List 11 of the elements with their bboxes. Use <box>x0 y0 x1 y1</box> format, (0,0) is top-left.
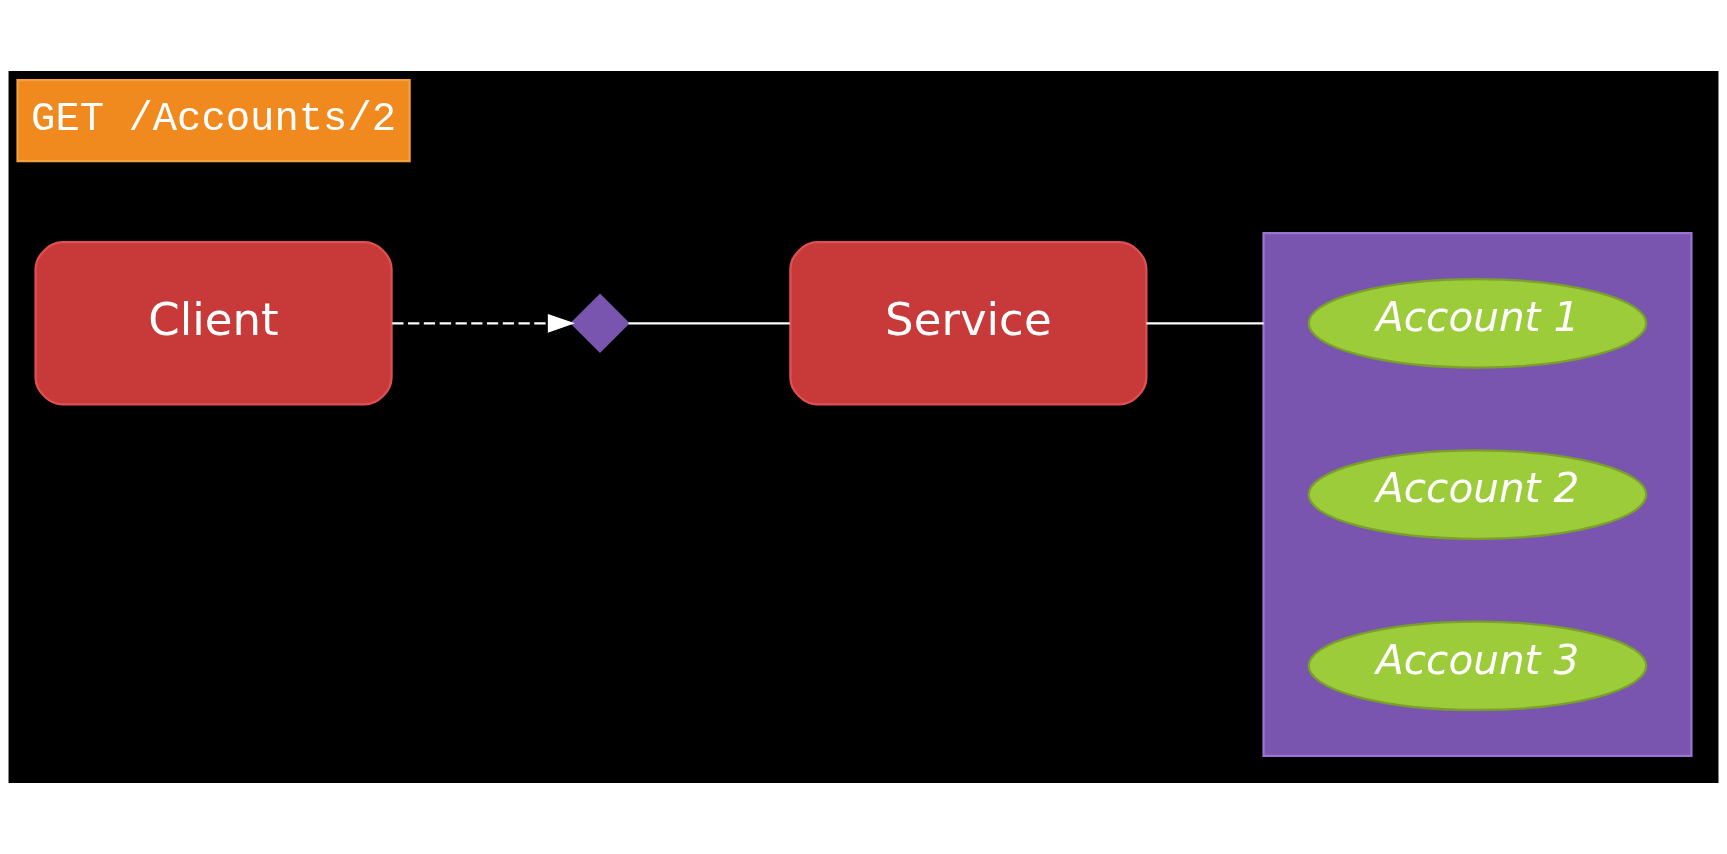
cluster <box>1262 232 1693 758</box>
node-ellipse: Account 3 <box>1307 620 1648 712</box>
connector <box>628 322 790 325</box>
node-box: Client <box>34 241 393 406</box>
node-box: GET /Accounts/2 <box>16 78 411 163</box>
node-diamond <box>570 293 630 354</box>
node-box: Service <box>789 241 1148 406</box>
node-ellipse: Account 1 <box>1307 278 1648 369</box>
arrow <box>392 313 575 333</box>
connector <box>1146 322 1264 325</box>
node-ellipse: Account 2 <box>1307 449 1648 540</box>
